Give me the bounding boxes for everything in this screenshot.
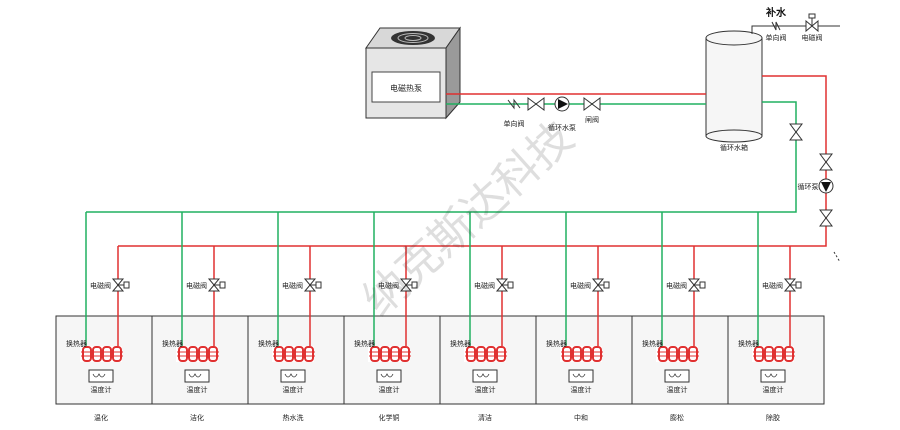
solenoid-valve-label: 电磁阀 <box>378 281 399 290</box>
makeup-check-valve-label: 单向阀 <box>766 33 787 42</box>
solenoid-valve-label: 电磁阀 <box>186 281 207 290</box>
valve-icon <box>819 209 833 227</box>
solenoid-valve-icon <box>591 278 610 292</box>
heat-exchanger-icon <box>560 346 603 362</box>
solenoid-valve-icon <box>495 278 514 292</box>
thermometer-label: 温度计 <box>379 385 400 394</box>
tank-label: 循环水箱 <box>720 143 748 152</box>
makeup-title: 补水 <box>765 6 787 19</box>
heat-exchanger-icon <box>272 346 315 362</box>
circulation-tank: 循环水箱 <box>705 30 763 152</box>
thermometer-icon <box>376 369 402 383</box>
exchanger-label: 换热器 <box>546 339 567 348</box>
check-valve-icon <box>507 98 521 110</box>
gate-valve-icon <box>527 97 545 111</box>
thermometer-icon <box>760 369 786 383</box>
tank-name: 清洁 <box>478 413 492 422</box>
exchanger-label: 换热器 <box>642 339 663 348</box>
tank-name: 热水洗 <box>283 413 304 422</box>
pump-line-components: 单向阀 循环水泵 闸阀 <box>504 96 601 132</box>
process-tanks: 电磁阀换热器温度计温化电磁阀换热器温度计洁化电磁阀换热器温度计热水洗电磁阀换热器… <box>55 212 825 422</box>
heat-exchanger-icon <box>656 346 699 362</box>
thermometer-icon <box>184 369 210 383</box>
thermometer-icon <box>280 369 306 383</box>
thermometer-icon <box>664 369 690 383</box>
heat-exchanger-icon <box>368 346 411 362</box>
right-side-components: 循环泵 <box>789 123 834 227</box>
solenoid-valve-icon <box>207 278 226 292</box>
gate-valve-label: 闸阀 <box>585 115 599 124</box>
exchanger-label: 换热器 <box>258 339 279 348</box>
thermometer-label: 温度计 <box>283 385 304 394</box>
tank-name: 除胶 <box>766 413 780 422</box>
thermometer-label: 温度计 <box>763 385 784 394</box>
exchanger-label: 换热器 <box>738 339 759 348</box>
thermometer-label: 温度计 <box>91 385 112 394</box>
tank-name: 温化 <box>94 413 108 422</box>
thermometer-icon <box>472 369 498 383</box>
heat-pump-label: 电磁热泵 <box>390 83 422 93</box>
return-pump-icon <box>818 178 834 194</box>
tank-name: 化学铜 <box>379 413 400 422</box>
solenoid-valve-label: 电磁阀 <box>570 281 591 290</box>
heat-pump-unit: 电磁热泵 <box>365 26 461 120</box>
solenoid-valve-label: 电磁阀 <box>90 281 111 290</box>
thermometer-icon <box>568 369 594 383</box>
solenoid-valve-icon <box>783 278 802 292</box>
valve-icon <box>789 123 803 141</box>
circulation-pump-icon <box>554 96 570 112</box>
makeup-solenoid-label: 电磁阀 <box>802 33 823 42</box>
heat-exchanger-icon <box>464 346 507 362</box>
heat-exchanger-icon <box>176 346 219 362</box>
solenoid-valve-label: 电磁阀 <box>282 281 303 290</box>
thermometer-label: 温度计 <box>667 385 688 394</box>
tank-name: 膨松 <box>670 413 684 422</box>
solenoid-valve-icon <box>303 278 322 292</box>
thermometer-icon <box>88 369 114 383</box>
heat-exchanger-icon <box>80 346 123 362</box>
thermometer-label: 温度计 <box>475 385 496 394</box>
solenoid-valve-icon <box>399 278 418 292</box>
makeup-water-line: 补水 单向阀 电磁阀 <box>751 6 840 42</box>
exchanger-label: 换热器 <box>66 339 87 348</box>
solenoid-valve-label: 电磁阀 <box>762 281 783 290</box>
solenoid-valve-label: 电磁阀 <box>474 281 495 290</box>
tank-name: 中和 <box>574 413 588 422</box>
exchanger-label: 换热器 <box>354 339 375 348</box>
valve-icon <box>819 153 833 171</box>
solenoid-valve-icon <box>687 278 706 292</box>
exchanger-label: 换热器 <box>450 339 471 348</box>
solenoid-valve-icon <box>111 278 130 292</box>
gate-valve-icon <box>583 97 601 111</box>
exchanger-label: 换热器 <box>162 339 183 348</box>
heat-exchanger-icon <box>752 346 795 362</box>
pump-to-tank-lines <box>446 93 706 105</box>
solenoid-valve-label: 电磁阀 <box>666 281 687 290</box>
return-pump-label: 循环泵 <box>798 182 819 191</box>
thermometer-label: 温度计 <box>571 385 592 394</box>
circulation-pump-label: 循环水泵 <box>548 123 576 132</box>
tank-name: 洁化 <box>190 413 204 422</box>
thermometer-label: 温度计 <box>187 385 208 394</box>
solenoid-valve-icon <box>805 13 819 33</box>
check-valve-label: 单向阀 <box>504 119 525 128</box>
watermark: 纳克斯达科技 <box>353 112 583 327</box>
